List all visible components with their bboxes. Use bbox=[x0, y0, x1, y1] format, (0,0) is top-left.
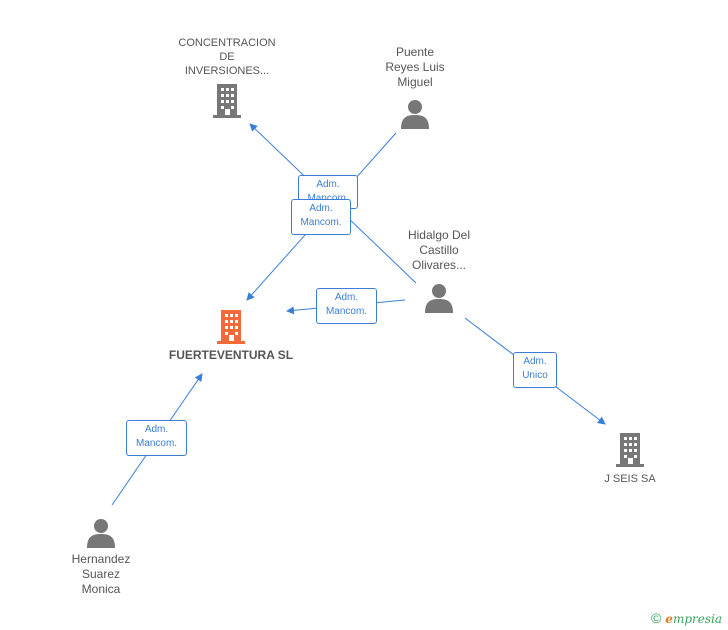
empresia-logo[interactable]: ©empresia bbox=[651, 610, 722, 626]
node-concentracion-label: CONCENTRACION DE INVERSIONES... bbox=[178, 37, 276, 77]
copyright-symbol: © bbox=[650, 610, 662, 626]
person-icon bbox=[425, 284, 453, 313]
node-hernandez[interactable]: Hernandez Suarez Monica bbox=[46, 518, 156, 597]
node-puente-label: Puente Reyes Luis Miguel bbox=[385, 45, 445, 89]
edge-label-puente-fuerteventura: Adm. Mancom. bbox=[291, 199, 351, 235]
edge-label-hernandez-fuerteventura: Adm. Mancom. bbox=[126, 420, 187, 456]
edge-label-hidalgo-jseis: Adm. Unico bbox=[513, 352, 557, 388]
node-jseis-label: J SEIS SA bbox=[604, 473, 656, 485]
building-icon bbox=[616, 433, 644, 467]
node-hidalgo-label: Hidalgo Del Castillo Olivares... bbox=[407, 228, 471, 272]
person-icon bbox=[401, 100, 429, 129]
node-jseis[interactable]: J SEIS SA bbox=[590, 433, 670, 486]
building-icon bbox=[213, 84, 241, 118]
brand-rest: mpresia bbox=[672, 612, 722, 626]
brand-e: e bbox=[665, 612, 673, 626]
edge-label-hidalgo-fuerteventura: Adm. Mancom. bbox=[316, 288, 377, 324]
node-hidalgo[interactable]: Hidalgo Del Castillo Olivares... bbox=[384, 228, 494, 313]
building-icon bbox=[217, 310, 245, 344]
person-icon bbox=[87, 519, 115, 548]
node-hernandez-label: Hernandez Suarez Monica bbox=[71, 552, 131, 596]
node-puente[interactable]: Puente Reyes Luis Miguel bbox=[360, 45, 470, 129]
node-fuerteventura[interactable]: FUERTEVENTURA SL bbox=[156, 310, 306, 363]
node-fuerteventura-label: FUERTEVENTURA SL bbox=[168, 348, 294, 362]
node-concentracion[interactable]: CONCENTRACION DE INVERSIONES... bbox=[167, 36, 287, 118]
